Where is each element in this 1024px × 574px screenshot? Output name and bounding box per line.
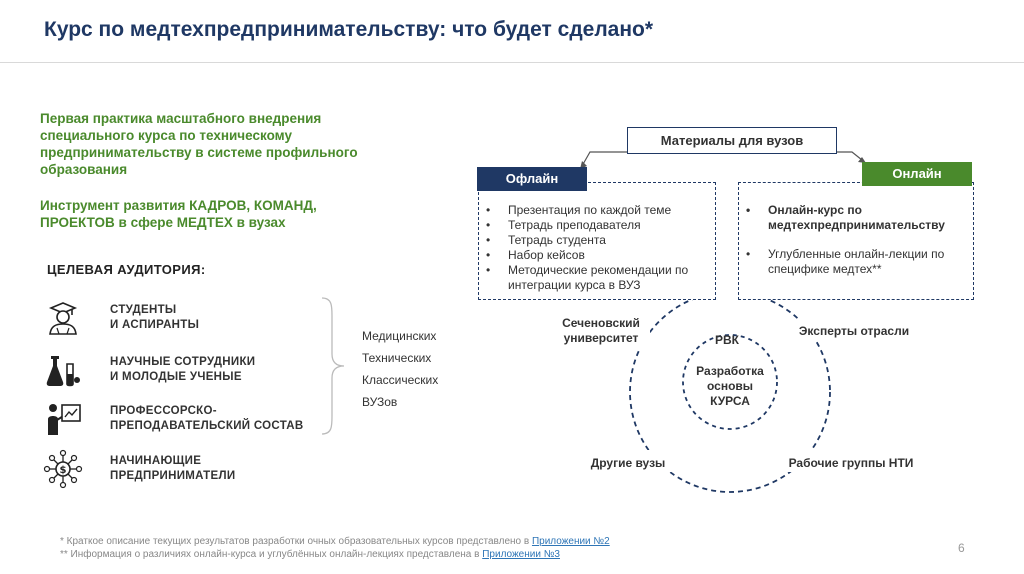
label-mask <box>548 313 650 349</box>
money-network-icon: $ <box>40 449 86 489</box>
audience-brace <box>321 297 345 435</box>
footnote-text: ** Информация о различиях онлайн-курса и… <box>60 549 483 560</box>
svg-text:$: $ <box>60 465 67 476</box>
university-type-technical: Технических <box>362 351 432 365</box>
university-type-classical: Классических <box>362 373 439 387</box>
label-mask <box>786 319 920 341</box>
audience-label: СТУДЕНТЫ И АСПИРАНТЫ <box>110 304 200 331</box>
student-icon <box>40 298 86 338</box>
page-number: 6 <box>958 541 965 555</box>
node-sechenov-university: Сеченовский университет <box>562 316 640 345</box>
list-item: Тетрадь студента <box>478 233 718 248</box>
audience-item-faculty: ПРОФЕССОРСКО- ПРЕПОДАВАТЕЛЬСКИЙ СОСТАВ <box>40 399 304 439</box>
appendix-2-link[interactable]: Приложении №2 <box>531 536 610 547</box>
audience-label: НАЧИНАЮЩИЕ ПРЕДПРИНИМАТЕЛИ <box>110 455 236 482</box>
university-type-vuzov: ВУЗов <box>362 395 398 409</box>
audience-label: ПРОФЕССОРСКО- ПРЕПОДАВАТЕЛЬСКИЙ СОСТАВ <box>110 405 304 432</box>
footnote-1: * Краткое описание текущих результатов р… <box>60 536 610 547</box>
intro-first-practice: Первая практика масштабного внедрения сп… <box>40 111 358 177</box>
list-item: Набор кейсов <box>478 248 718 263</box>
online-materials-list: Онлайн-курс по медтехпредпринимательству… <box>738 203 974 291</box>
audience-item-entrepreneurs: $ НАЧИНАЮЩИЕ ПРЕДПРИНИМАТЕЛИ <box>40 449 235 489</box>
teacher-board-icon <box>40 399 86 439</box>
slide-title: Курс по медтехпредпринимательству: что б… <box>44 18 654 41</box>
online-materials-box <box>738 182 974 300</box>
tab-online: Онлайн <box>862 162 972 186</box>
label-mask <box>582 450 674 472</box>
footnote-2: ** Информация о различиях онлайн-курса и… <box>60 549 560 560</box>
title-divider <box>0 62 1024 63</box>
university-type-medical: Медицинских <box>362 329 437 343</box>
tab-offline: Офлайн <box>477 167 587 191</box>
lab-flask-icon <box>40 350 86 390</box>
audience-label: НАУЧНЫЕ СОТРУДНИКИ И МОЛОДЫЕ УЧЕНЫЕ <box>110 356 256 383</box>
appendix-3-link[interactable]: Приложении №3 <box>482 549 560 560</box>
node-other-universities: Другие вузы <box>590 456 666 470</box>
list-item: Тетрадь преподавателя <box>478 218 718 233</box>
materials-header: Материалы для вузов <box>627 127 837 154</box>
node-course-development: Разработка основы КУРСА <box>696 364 764 408</box>
audience-item-students: СТУДЕНТЫ И АСПИРАНТЫ <box>40 298 199 338</box>
label-mask <box>780 450 922 472</box>
node-nti-working-groups: Рабочие группы НТИ <box>788 456 914 470</box>
cycle-diagram <box>629 300 831 493</box>
list-item: Онлайн-курс по медтехпредпринимательству <box>738 203 974 233</box>
list-item: Углубленные онлайн-лекции по специфике м… <box>738 247 974 277</box>
offline-materials-list: Презентация по каждой теме Тетрадь препо… <box>478 203 718 293</box>
intro-development-tool: Инструмент развития КАДРОВ, КОМАНД, ПРОЕ… <box>40 198 317 230</box>
audience-title: ЦЕЛЕВАЯ АУДИТОРИЯ: <box>47 262 206 277</box>
list-item: Методические рекомендации по интеграции … <box>478 263 718 293</box>
footnote-text: * Краткое описание текущих результатов р… <box>60 536 532 547</box>
audience-item-researchers: НАУЧНЫЕ СОТРУДНИКИ И МОЛОДЫЕ УЧЕНЫЕ <box>40 350 255 390</box>
node-industry-experts: Эксперты отрасли <box>798 324 910 338</box>
list-item: Презентация по каждой теме <box>478 203 718 218</box>
node-rvk: РВК <box>715 333 739 347</box>
